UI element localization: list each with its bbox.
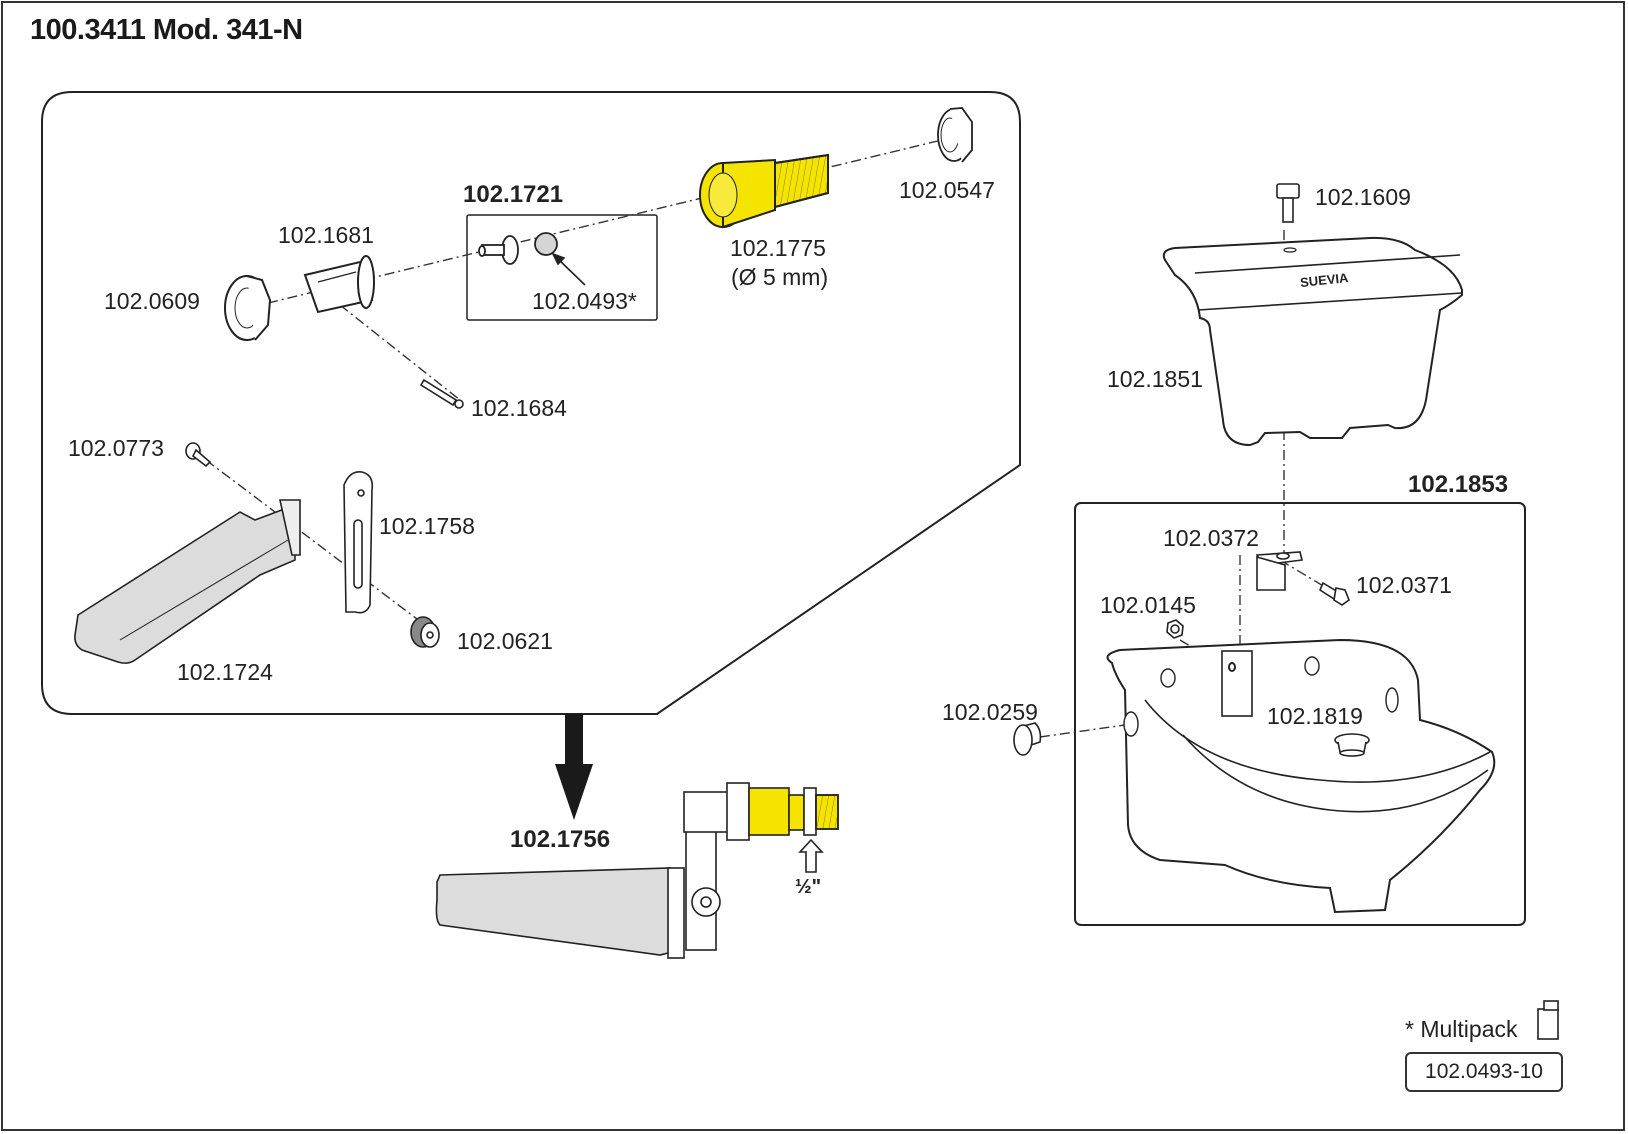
screw-0773-icon bbox=[185, 442, 212, 468]
lever-1758-icon bbox=[343, 470, 374, 614]
label-102-1724: 102.1724 bbox=[177, 659, 273, 685]
kit-1721-box bbox=[466, 214, 658, 321]
label-102-1775-note: (Ø 5 mm) bbox=[731, 264, 829, 290]
label-102-0259: 102.0259 bbox=[942, 699, 1038, 725]
bolt-1609-icon bbox=[1276, 183, 1300, 223]
lid-1851-icon bbox=[1162, 236, 1463, 447]
label-102-1775: 102.1775 bbox=[730, 235, 826, 261]
nut-0547-icon bbox=[937, 107, 973, 163]
label-102-0371: 102.0371 bbox=[1356, 572, 1452, 598]
label-102-1819: 102.1819 bbox=[1267, 703, 1363, 729]
valve-insert-1721-icon bbox=[478, 235, 519, 265]
axis-line-float bbox=[205, 459, 426, 626]
axis-line-plug bbox=[1039, 724, 1126, 738]
float-1724-icon bbox=[74, 499, 301, 664]
label-102-0145: 102.0145 bbox=[1100, 592, 1196, 618]
label-102-0621: 102.0621 bbox=[457, 628, 553, 654]
bolt-0371-icon bbox=[1318, 581, 1350, 606]
nut-0145-icon bbox=[1166, 619, 1184, 639]
seal-1819-icon bbox=[1334, 733, 1370, 757]
plug-0259-icon bbox=[1013, 722, 1042, 756]
label-102-1721: 102.1721 bbox=[463, 181, 564, 208]
label-102-0372: 102.0372 bbox=[1163, 525, 1259, 551]
axis-line-pin bbox=[339, 304, 461, 401]
label-102-1684: 102.1684 bbox=[471, 395, 567, 421]
fitting-1775-icon bbox=[699, 153, 829, 229]
label-102-1758: 102.1758 bbox=[379, 513, 475, 539]
label-102-1851: 102.1851 bbox=[1107, 366, 1203, 392]
label-102-0773: 102.0773 bbox=[68, 435, 164, 461]
label-102-1609: 102.1609 bbox=[1315, 184, 1411, 210]
package-icon bbox=[1537, 1000, 1559, 1040]
valve-group-outline bbox=[41, 91, 1021, 715]
axis-line-main bbox=[267, 137, 951, 304]
label-102-0609: 102.0609 bbox=[104, 288, 200, 314]
multipack-code: 102.0493-10 bbox=[1405, 1052, 1563, 1092]
label-102-1681: 102.1681 bbox=[278, 222, 374, 248]
assembly-arrow-icon bbox=[555, 714, 593, 820]
suevia-logo: SUEVIA bbox=[1299, 270, 1349, 290]
label-thread-size: ½" bbox=[795, 876, 822, 898]
label-102-1853: 102.1853 bbox=[1408, 471, 1509, 498]
label-102-1756: 102.1756 bbox=[510, 826, 611, 853]
nut-0609-icon bbox=[224, 275, 272, 341]
multipack-label: * Multipack bbox=[1405, 1016, 1518, 1042]
valve-body-1681-icon bbox=[303, 255, 375, 314]
svg-text:SUEVIA: SUEVIA bbox=[1299, 270, 1349, 290]
pointer-arrow-0493 bbox=[551, 252, 586, 286]
bowl-1853-icon bbox=[1106, 638, 1496, 914]
nut-0621-icon bbox=[410, 616, 440, 648]
diagram-title: 100.3411 Mod. 341-N bbox=[30, 14, 303, 46]
label-102-0493: 102.0493* bbox=[532, 288, 637, 314]
bowl-group-box bbox=[1074, 502, 1526, 926]
pin-1684-icon bbox=[419, 378, 464, 409]
seal-0493-icon bbox=[534, 232, 558, 256]
label-102-0547: 102.0547 bbox=[899, 177, 995, 203]
bracket-0372-icon bbox=[1255, 551, 1303, 591]
thread-size-arrow-icon bbox=[798, 838, 824, 873]
assembled-valve-1756-icon bbox=[435, 782, 839, 959]
